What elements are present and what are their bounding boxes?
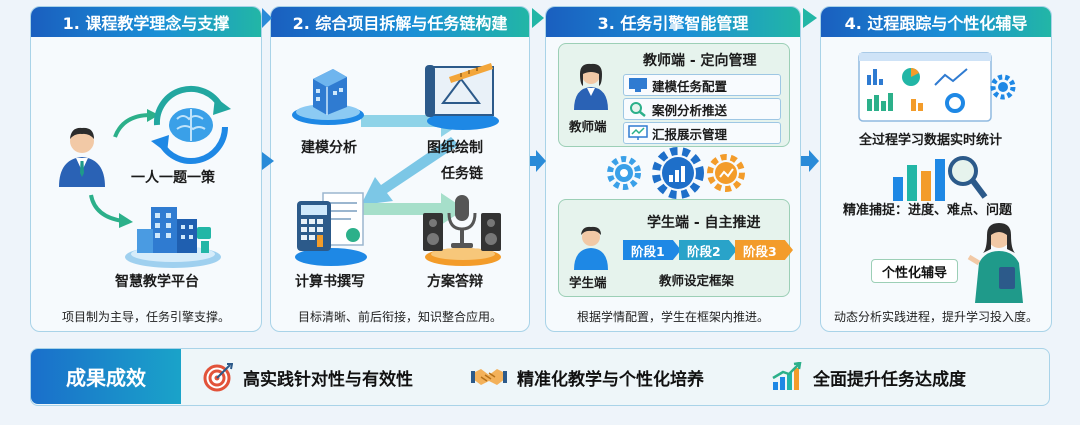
result-item-3-label: 全面提升任务达成度	[813, 369, 966, 390]
precise-capture-label: 精准捕捉：进度、难点、问题	[843, 203, 1013, 218]
smart-building-icon	[125, 207, 221, 268]
panel-concept: 1. 课程教学理念与支撑 一人一题一策	[30, 6, 262, 332]
teacher-avatar-icon	[59, 127, 105, 187]
result-item-3: 全面提升任务达成度	[771, 362, 966, 391]
curve-arrow-up-icon	[113, 109, 159, 138]
panel-2-title: 2. 综合项目拆解与任务链构建	[271, 7, 529, 37]
result-item-2-label: 精准化教学与个性化培养	[517, 369, 704, 390]
teacher-role-label: 教师端	[569, 119, 607, 134]
presentation-board-icon	[628, 125, 648, 140]
one-person-one-policy-label: 一人一题一策	[131, 170, 215, 186]
report-manage-label: 汇报展示管理	[652, 126, 728, 142]
brain-cycle-icon	[151, 85, 231, 164]
panel-tracking: 4. 过程跟踪与个性化辅导 全过程学习数据实时统计 精准捕捉：进度、难点、问题 …	[820, 6, 1052, 332]
results-title: 成果成效	[31, 349, 181, 404]
dashboard-icon	[858, 52, 1016, 122]
student-avatar-icon	[574, 226, 608, 270]
panel-1-title: 1. 课程教学理念与支撑	[31, 7, 261, 37]
teacher-card: 教师端 教师端 - 定向管理 建模任务配置 案例分析推送 汇报展示管理	[558, 43, 790, 147]
stage-1-chip: 阶段1	[623, 240, 681, 260]
stage-2-chip: 阶段2	[679, 240, 737, 260]
modeling-config-item: 建模任务配置	[623, 74, 781, 96]
panel-task-chain: 2. 综合项目拆解与任务链构建 建模分析 图纸绘制 任务链	[270, 6, 530, 332]
bar-magnifier-icon	[893, 156, 988, 201]
case-push-label: 案例分析推送	[652, 102, 728, 118]
framework-label: 教师设定框架	[659, 273, 735, 288]
flow-arrow-2-icon	[530, 150, 546, 172]
task-chain-label: 任务链	[441, 166, 483, 182]
report-manage-item: 汇报展示管理	[623, 122, 781, 144]
speaker-mic-icon	[423, 195, 501, 266]
teacher-heading: 教师端 - 定向管理	[643, 53, 757, 69]
case-push-item: 案例分析推送	[623, 98, 781, 120]
modeling-label: 建模分析	[301, 140, 357, 156]
blueprint-icon	[425, 63, 499, 130]
growth-chart-icon	[772, 362, 802, 390]
modeling-config-label: 建模任务配置	[652, 78, 728, 94]
advisor-icon	[967, 223, 1023, 303]
student-heading: 学生端 - 自主推进	[647, 215, 761, 231]
magnifier-user-icon	[630, 102, 646, 117]
handshake-icon	[471, 369, 507, 385]
calculator-doc-icon	[295, 192, 367, 266]
panel-3-title: 3. 任务引擎智能管理	[546, 7, 800, 37]
gears-icon	[607, 147, 745, 199]
drawing-label: 图纸绘制	[427, 140, 483, 156]
smart-platform-label: 智慧教学平台	[115, 274, 199, 290]
panel-2-footer: 目标清晰、前后衔接，知识整合应用。	[297, 310, 502, 324]
flow-arrow-1-icon	[262, 152, 274, 170]
top-arrow-2-icon	[532, 8, 544, 28]
curve-arrow-down-icon	[89, 194, 133, 228]
result-item-1-label: 高实践针对性与有效性	[243, 369, 413, 390]
stage-3-chip: 阶段3	[735, 240, 793, 260]
chain-arrows-icon	[361, 105, 465, 225]
teacher-avatar-icon	[574, 63, 608, 110]
defense-label: 方案答辩	[427, 274, 483, 290]
results-bar: 成果成效 高实践针对性与有效性 精准化教学与个性化培养 全面提升任务达成度	[30, 348, 1050, 406]
panel-task-engine: 3. 任务引擎智能管理 教师端 教师端 - 定向管理 建模任务配置 案例分析推送…	[545, 6, 801, 332]
panel-3-footer: 根据学情配置，学生在框架内推进。	[576, 310, 769, 324]
student-role-label: 学生端	[569, 275, 607, 290]
monitor-icon	[629, 78, 647, 92]
top-arrow-1-icon	[262, 8, 272, 28]
panel-4-footer: 动态分析实践进程，提升学习投入度。	[833, 310, 1038, 324]
flow-arrow-3-icon	[801, 150, 819, 172]
realtime-stats-label: 全过程学习数据实时统计	[859, 133, 1003, 148]
calc-book-label: 计算书撰写	[295, 274, 365, 290]
result-item-1: 高实践针对性与有效性	[203, 363, 413, 392]
top-arrow-3-icon	[803, 8, 817, 28]
panel-1-footer: 项目制为主导，任务引擎支撑。	[61, 310, 230, 324]
result-item-2: 精准化教学与个性化培养	[471, 363, 704, 391]
data-blocks-icon	[292, 69, 364, 125]
student-card: 学生端 学生端 - 自主推进 阶段1 阶段2 阶段3 教师设定框架	[558, 199, 793, 297]
panel-4-title: 4. 过程跟踪与个性化辅导	[821, 7, 1051, 37]
personal-tutor-label: 个性化辅导	[871, 259, 959, 283]
target-icon	[203, 363, 233, 392]
